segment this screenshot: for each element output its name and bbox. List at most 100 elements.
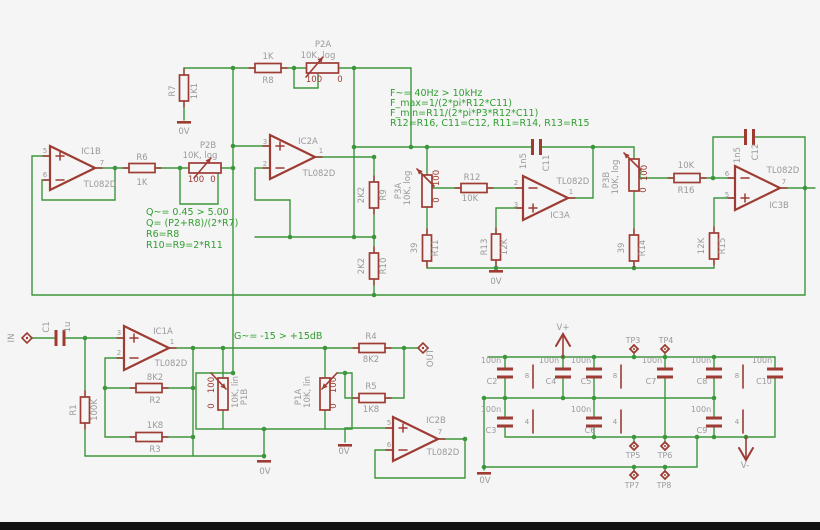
junction-dot	[631, 354, 637, 360]
junction-dot	[190, 345, 196, 351]
junction-dot	[371, 234, 377, 240]
schematic-label: 100K	[90, 399, 100, 421]
resistor-R1	[79, 396, 91, 424]
junction-dot	[591, 354, 597, 360]
schematic-label: 3	[514, 201, 518, 209]
opamp-IC1A	[122, 324, 172, 372]
schematic-label: 2K2	[357, 258, 367, 274]
schematic-label: 100	[188, 175, 204, 185]
junction-dot	[711, 354, 717, 360]
capacitor-C3	[497, 424, 513, 428]
schematic-label: C9	[697, 426, 708, 435]
schematic-label: 0	[432, 197, 442, 202]
pot-wiper-arrowhead	[417, 169, 423, 175]
schematic-label: TP6	[657, 451, 673, 460]
schematic-label: C11	[542, 155, 552, 172]
schematic-label: TL082D	[556, 177, 590, 187]
ground-symbol	[257, 460, 271, 463]
resistor-R14	[628, 234, 640, 262]
port-IN-pin	[25, 336, 29, 340]
schematic-label: C8	[697, 377, 708, 386]
junction-dot	[631, 434, 637, 440]
schematic-label: R12	[464, 173, 481, 183]
junction-dot	[711, 434, 717, 440]
wire	[374, 438, 466, 479]
schematic-label: 12K	[500, 238, 510, 255]
junction-dot	[591, 395, 597, 401]
schematic-label: 8	[525, 372, 529, 380]
ground-symbol	[177, 121, 191, 124]
resistor-R4	[358, 342, 386, 354]
schematic-label: 10K	[678, 161, 695, 171]
schematic-label: TL082D	[83, 180, 117, 190]
resistor-R6	[128, 162, 156, 174]
test-point	[659, 440, 671, 452]
port-OUT	[416, 341, 430, 355]
pot-P1A	[319, 377, 331, 411]
schematic-label: IN	[7, 334, 17, 343]
junction-dot	[802, 185, 808, 191]
junction-dot	[371, 154, 377, 160]
schematic-label: TP3	[625, 336, 641, 345]
junction-dot	[694, 434, 700, 440]
schematic-label: 0	[639, 187, 649, 192]
pot-P3B	[628, 158, 640, 192]
schematic-label: 100n	[752, 356, 772, 365]
pot-wiper-arrowhead	[624, 153, 630, 159]
schematic-label: 10K, lin	[231, 376, 241, 408]
schematic-label: R9	[379, 189, 389, 200]
schematic-label: 6	[43, 171, 48, 179]
schematic-label: R12=R16, C11=C12, R11=R14, R13=R15	[390, 118, 590, 129]
schematic-label: 6	[387, 441, 392, 449]
junction-dot	[462, 436, 468, 442]
schematic-label: P2A	[315, 40, 332, 50]
resistor-R16	[673, 172, 701, 184]
schematic-label: 7	[438, 428, 442, 436]
schematic-label: 8K2	[363, 355, 379, 365]
schematic-label: P3A	[394, 183, 404, 200]
junction-dot	[190, 385, 196, 391]
schematic-label: Q= (P2+R8)/(2*R7)	[146, 218, 238, 229]
junction-dot	[710, 175, 716, 181]
schematic-label: 39	[410, 243, 420, 254]
schematic-label: R10	[379, 258, 389, 275]
junction-dot	[190, 434, 196, 440]
capacitor-C1	[54, 330, 58, 346]
schematic-label: 1K8	[363, 405, 379, 415]
opamp-IC1B	[48, 144, 98, 192]
schematic-label: R11	[431, 240, 441, 257]
junction-dot	[261, 426, 267, 432]
schematic-label: 2K2	[357, 187, 367, 203]
schematic-label: TP7	[624, 481, 640, 490]
pot-wiper-arrowhead	[322, 383, 328, 389]
schematic-label: 100n	[539, 356, 559, 365]
schematic-label: 1u	[63, 322, 73, 333]
schematic-label: 100	[306, 75, 322, 85]
capacitor-C10	[767, 367, 783, 371]
junction-dot	[291, 65, 297, 71]
capacitor-C10	[767, 375, 783, 379]
schematic-label: C7	[646, 377, 657, 386]
junction-dot	[371, 292, 377, 298]
test-point-center	[664, 445, 666, 447]
schematic-label: 1n5	[733, 147, 743, 163]
wire	[712, 136, 745, 179]
schematic-label: R14	[638, 240, 648, 257]
schematic-label: G~= -15 > +15dB	[234, 331, 322, 342]
schematic-label: 8	[613, 372, 617, 380]
schematic-label: R15	[718, 238, 728, 255]
junction-dot	[351, 65, 357, 71]
wire	[344, 427, 394, 443]
schematic-label: V+	[557, 323, 570, 333]
capacitor-C2	[497, 375, 513, 379]
schematic-label: 100n	[691, 356, 711, 365]
junction-dot	[351, 234, 357, 240]
junction-dot	[82, 335, 88, 341]
schematic-label: 10K, log	[403, 171, 413, 206]
schematic-label: 0V	[178, 127, 189, 137]
schematic-label: 1K	[263, 52, 274, 62]
junction-dot	[287, 234, 293, 240]
capacitor-C4	[555, 367, 571, 371]
capacitor-C6	[586, 416, 602, 420]
test-point	[628, 469, 640, 481]
